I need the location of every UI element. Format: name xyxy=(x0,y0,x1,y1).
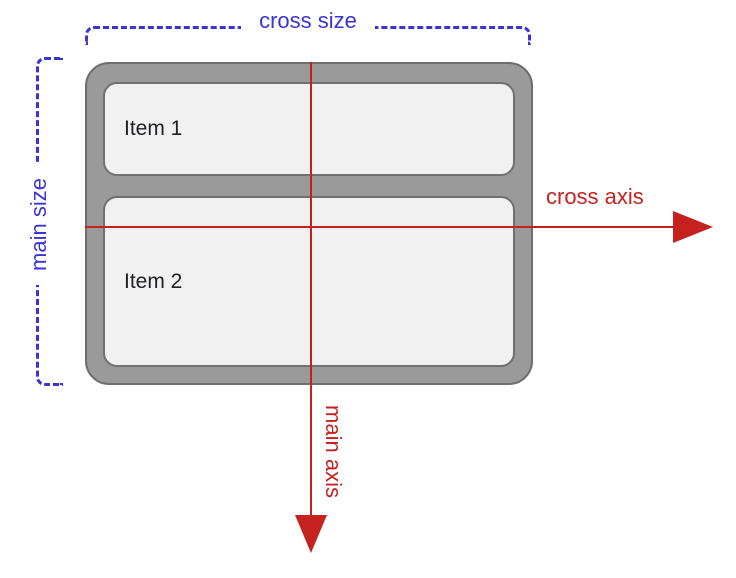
flex-item: Item 1 xyxy=(103,82,515,176)
cross-size-label: cross size xyxy=(241,6,375,36)
cross-axis-arrowhead-icon xyxy=(673,211,713,243)
main-axis-label-wrap: main axis xyxy=(318,396,349,506)
main-size-label-wrap: main size xyxy=(22,158,55,290)
flex-item: Item 2 xyxy=(103,196,515,367)
main-size-label: main size xyxy=(25,163,53,285)
cross-axis-line xyxy=(85,226,675,228)
flex-container: Item 1 Item 2 xyxy=(85,62,533,385)
flex-item-label: Item 2 xyxy=(124,269,183,293)
cross-size-label-wrap: cross size xyxy=(85,6,531,36)
cross-axis-label: cross axis xyxy=(546,184,644,209)
flex-item-label: Item 1 xyxy=(124,117,183,140)
main-axis-label: main axis xyxy=(321,404,347,498)
main-axis-arrowhead-icon xyxy=(295,515,327,553)
main-axis-line xyxy=(310,62,312,518)
